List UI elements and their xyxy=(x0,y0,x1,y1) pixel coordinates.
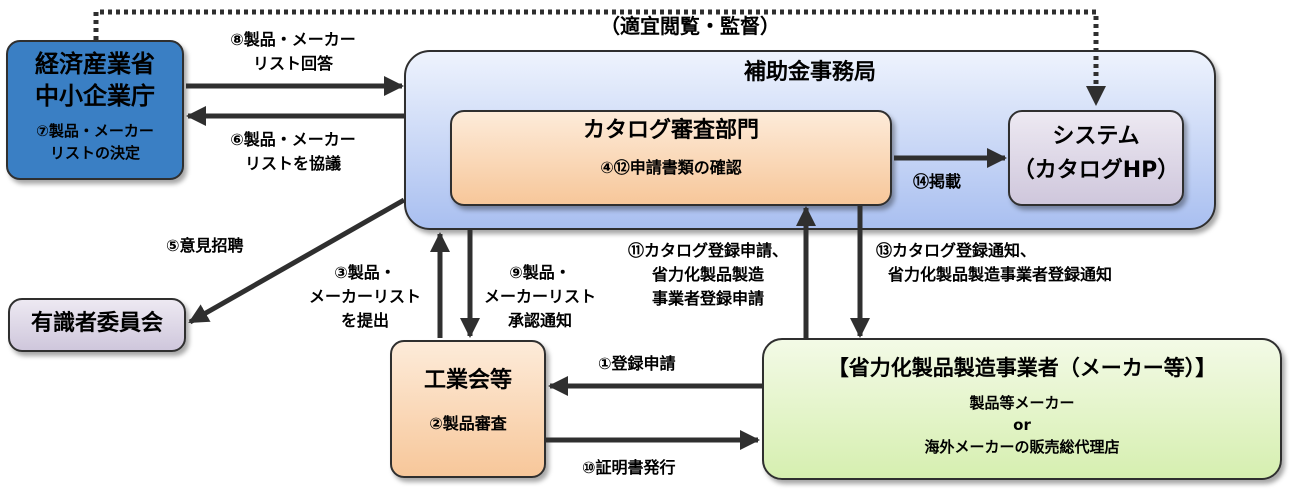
label-11-1: ⑪カタログ登録申請、 xyxy=(627,241,788,260)
label-oversight: （適宜閲覧・監督） xyxy=(600,14,780,38)
industry-sub: ②製品審査 xyxy=(429,414,507,433)
label-14: ⑭掲載 xyxy=(913,172,962,191)
catalog-review-box: カタログ審査部門 ④⑫申請書類の確認 xyxy=(450,110,892,206)
experts-title: 有識者委員会 xyxy=(30,311,163,336)
experts-box: 有識者委員会 xyxy=(8,298,186,352)
label-13-2: 省力化製品製造事業者登録通知 xyxy=(888,265,1113,284)
oversight-dotted-arrow xyxy=(93,9,1106,106)
label-11-3: 事業者登録申請 xyxy=(651,289,764,308)
label-13-1: ⑬カタログ登録通知、 xyxy=(876,241,1037,260)
system-title-1: システム xyxy=(1052,124,1140,149)
label-1: ①登録申請 xyxy=(598,354,676,373)
meti-title-2: 中小企業庁 xyxy=(35,82,155,110)
label-8-1: ⑧製品・メーカー xyxy=(230,30,356,49)
meti-title-1: 経済産業省 xyxy=(35,50,155,78)
arrow-5 xyxy=(188,197,406,325)
label-3-3: を提出 xyxy=(340,311,389,330)
industry-box: 工業会等 ②製品審査 xyxy=(390,340,546,478)
maker-box: 【省力化製品製造事業者（メーカー等）】 製品等メーカー or 海外メーカーの販売… xyxy=(762,338,1282,480)
secretariat-title: 補助金事務局 xyxy=(743,60,876,85)
label-10: ⑩証明書発行 xyxy=(582,458,676,477)
label-5: ⑤意見招聘 xyxy=(166,236,244,255)
meti-sub-1: ⑦製品・メーカー xyxy=(36,122,154,140)
label-6-2: リストを協議 xyxy=(244,154,341,173)
label-8-2: リスト回答 xyxy=(252,54,333,73)
catalog-review-sub: ④⑫申請書類の確認 xyxy=(600,158,742,177)
label-9-3: 承認通知 xyxy=(507,311,572,330)
label-3-2: メーカーリスト xyxy=(308,287,421,306)
label-11-2: 省力化製品製造 xyxy=(651,265,764,284)
label-6-1: ⑥製品・メーカー xyxy=(230,130,356,149)
maker-title: 【省力化製品製造事業者（メーカー等）】 xyxy=(827,356,1217,380)
meti-sub-2: リストの決定 xyxy=(49,144,140,162)
label-9-2: メーカーリスト xyxy=(483,287,596,306)
label-9-1: ⑨製品・ xyxy=(509,263,571,282)
catalog-review-title: カタログ審査部門 xyxy=(582,118,759,143)
maker-sub-2: or xyxy=(1013,416,1031,434)
maker-sub-3: 海外メーカーの販売総代理店 xyxy=(924,438,1120,456)
meti-box: 経済産業省 中小企業庁 ⑦製品・メーカー リストの決定 xyxy=(6,40,184,180)
industry-title: 工業会等 xyxy=(423,368,512,393)
system-box: システム （カタログHP） xyxy=(1008,110,1184,206)
system-title-2: （カタログHP） xyxy=(1012,158,1180,183)
maker-sub-1: 製品等メーカー xyxy=(969,394,1075,412)
label-3-1: ③製品・ xyxy=(334,263,396,282)
